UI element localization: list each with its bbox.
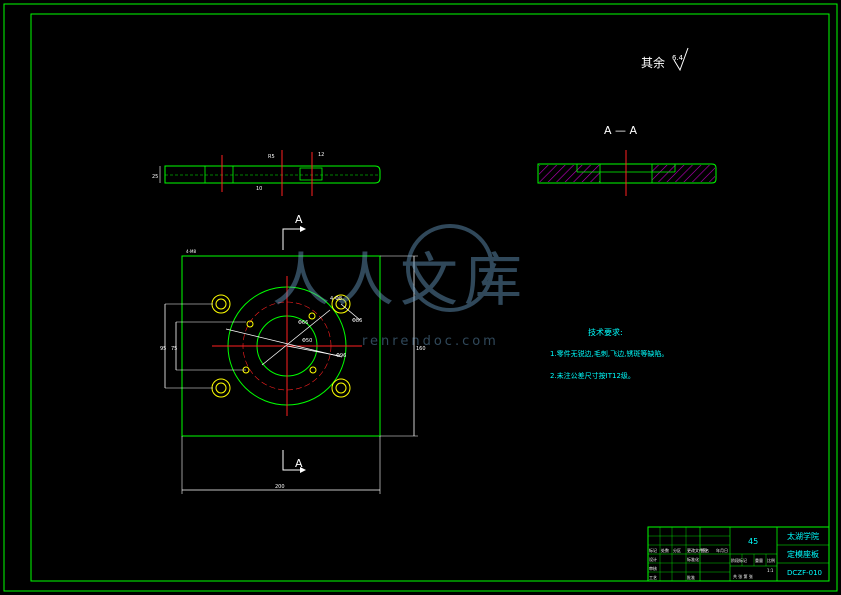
inner-frame xyxy=(30,13,830,582)
view-marker-bottom: A xyxy=(282,450,306,473)
tb-role-4: 工艺 xyxy=(649,575,657,580)
tb-row-label-5: 签名 xyxy=(701,547,709,553)
plate-outline xyxy=(181,255,381,437)
tb-stage-label: 阶段标记 xyxy=(731,557,747,563)
dim-circle-c: Φ96 xyxy=(336,353,346,359)
surface-roughness-note: 其余 6.4 xyxy=(641,47,689,72)
corner-hole-bl xyxy=(211,378,231,398)
view-marker-top-letter: A xyxy=(295,213,303,226)
section-view xyxy=(537,150,717,196)
dim-hole-spacing-inner: 75 xyxy=(171,346,177,352)
title-block: 标记 处数 分区 更改文件号 签名 年月日 设计 标准化 审核 工艺 批准 阶段… xyxy=(647,526,830,582)
tb-scale: 1:1 xyxy=(767,568,774,573)
roughness-value: 6.4 xyxy=(672,54,684,62)
note-item-1: 1.零件无锐边,毛刺,飞边,锈斑等缺陷。 xyxy=(550,349,668,358)
side-view: 25 R5 12 10 xyxy=(152,150,381,196)
tb-weight-label: 重量 xyxy=(755,557,763,563)
screw-hole-1 xyxy=(246,320,254,328)
note-item-2: 2.未注公差尺寸按IT12级。 xyxy=(550,371,635,380)
dim-circle-b: Φ86 xyxy=(352,318,362,324)
plan-view: 4-M8 4-Φ8 Φ66 Φ86 Φ96 Φ50 95 75 160 200 xyxy=(160,249,426,494)
screw-hole-2 xyxy=(308,312,316,320)
section-view-outline xyxy=(537,163,717,184)
dim-overall-height: 160 xyxy=(416,346,426,352)
tb-role-5: 批准 xyxy=(687,574,695,580)
side-dim-c: 10 xyxy=(256,186,262,192)
dim-bolt-circle: 4-Φ8 xyxy=(330,296,342,302)
dim-top-left-note: 4-M8 xyxy=(186,249,196,254)
tb-role-1: 设计 xyxy=(649,556,657,562)
tb-row-label-2: 处数 xyxy=(661,547,669,553)
dim-hole-spacing-outer: 95 xyxy=(160,346,166,352)
side-dim-a: R5 xyxy=(268,154,275,160)
tb-school: 太湖学院 xyxy=(787,531,819,541)
section-hatch-left xyxy=(539,165,600,182)
dim-center-hole: Φ50 xyxy=(302,338,312,344)
technical-notes: 技术要求: 1.零件无锐边,毛刺,飞边,锈斑等缺陷。 2.未注公差尺寸按IT12… xyxy=(550,327,668,380)
tb-row-label-4: 更改文件号 xyxy=(687,547,707,553)
corner-hole-tl xyxy=(211,294,231,314)
tb-row-label-3: 分区 xyxy=(673,547,681,553)
corner-hole-br xyxy=(331,378,351,398)
roughness-text: 其余 xyxy=(641,55,665,70)
view-marker-bottom-letter: A xyxy=(295,457,303,470)
tb-role-3: 审核 xyxy=(649,565,657,571)
tb-scale-label: 比例 xyxy=(767,557,775,563)
side-dim-b: 12 xyxy=(318,152,324,158)
dim-overall-width: 200 xyxy=(275,484,285,490)
tb-drawing-no: DCZF-010 xyxy=(787,569,822,577)
roughness-symbol xyxy=(673,47,689,72)
tb-row-label-6: 年月日 xyxy=(716,547,728,553)
corner-hole-tr xyxy=(331,294,351,314)
tb-role-2: 标准化 xyxy=(687,556,699,562)
watermark: 人人文库 renrendoc.com xyxy=(272,224,528,349)
tb-sheet: 共 张 第 张 xyxy=(733,573,753,579)
dim-circle-a: Φ66 xyxy=(298,320,308,326)
view-marker-top: A xyxy=(282,213,306,250)
notes-heading: 技术要求: xyxy=(588,327,623,337)
side-view-outline xyxy=(164,165,381,184)
outer-frame xyxy=(3,3,838,592)
watermark-logo xyxy=(406,224,494,312)
screw-hole-4 xyxy=(309,366,317,374)
section-label: A — A xyxy=(604,124,638,137)
watermark-text: 人人文库 xyxy=(272,246,528,314)
section-hatch-right xyxy=(652,165,715,182)
tb-part-name: 定模座板 xyxy=(787,549,819,559)
side-dim-thickness: 25 xyxy=(152,174,158,180)
tb-material: 45 xyxy=(748,537,758,546)
watermark-url: renrendoc.com xyxy=(362,334,499,349)
tb-row-label-1: 标记 xyxy=(649,547,657,553)
